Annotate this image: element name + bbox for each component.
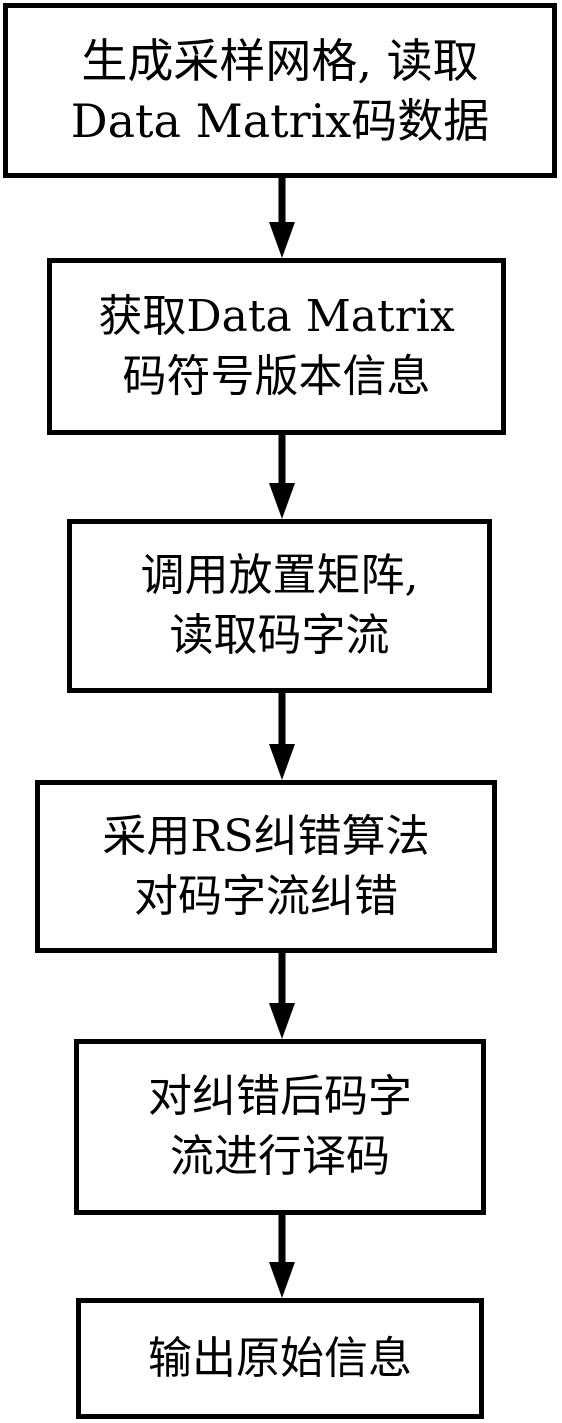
arrow-3-to-4 bbox=[269, 693, 295, 780]
step-5-line-1: 对纠错后码字 bbox=[148, 1071, 412, 1122]
step-5-line-2: 流进行译码 bbox=[170, 1131, 390, 1182]
step-box-rs-error-correction: 采用RS纠错算法 对码字流纠错 bbox=[35, 780, 497, 953]
step-6-line-1: 输出原始信息 bbox=[148, 1332, 412, 1384]
step-1-line-2: Data Matrix码数据 bbox=[70, 93, 490, 148]
step-box-read-codeword-stream: 调用放置矩阵, 读取码字流 bbox=[67, 519, 492, 693]
arrow-5-to-6 bbox=[269, 1215, 295, 1298]
arrow-4-to-5 bbox=[269, 953, 295, 1039]
step-box-get-version: 获取Data Matrix 码符号版本信息 bbox=[47, 258, 506, 435]
arrow-1-to-2 bbox=[269, 178, 295, 258]
step-box-output: 输出原始信息 bbox=[76, 1298, 484, 1419]
arrow-2-to-3 bbox=[269, 435, 295, 519]
step-box-decode: 对纠错后码字 流进行译码 bbox=[74, 1039, 486, 1215]
step-3-line-1: 调用放置矩阵, bbox=[140, 550, 419, 601]
step-4-line-2: 对码字流纠错 bbox=[134, 870, 398, 922]
step-2-line-1: 获取Data Matrix bbox=[98, 290, 455, 342]
step-box-generate-grid: 生成采样网格, 读取 Data Matrix码数据 bbox=[3, 3, 557, 178]
step-4-line-1: 采用RS纠错算法 bbox=[102, 810, 430, 862]
step-3-line-2: 读取码字流 bbox=[169, 610, 390, 661]
step-1-line-1: 生成采样网格, 读取 bbox=[81, 33, 479, 88]
step-2-line-2: 码符号版本信息 bbox=[122, 350, 431, 402]
